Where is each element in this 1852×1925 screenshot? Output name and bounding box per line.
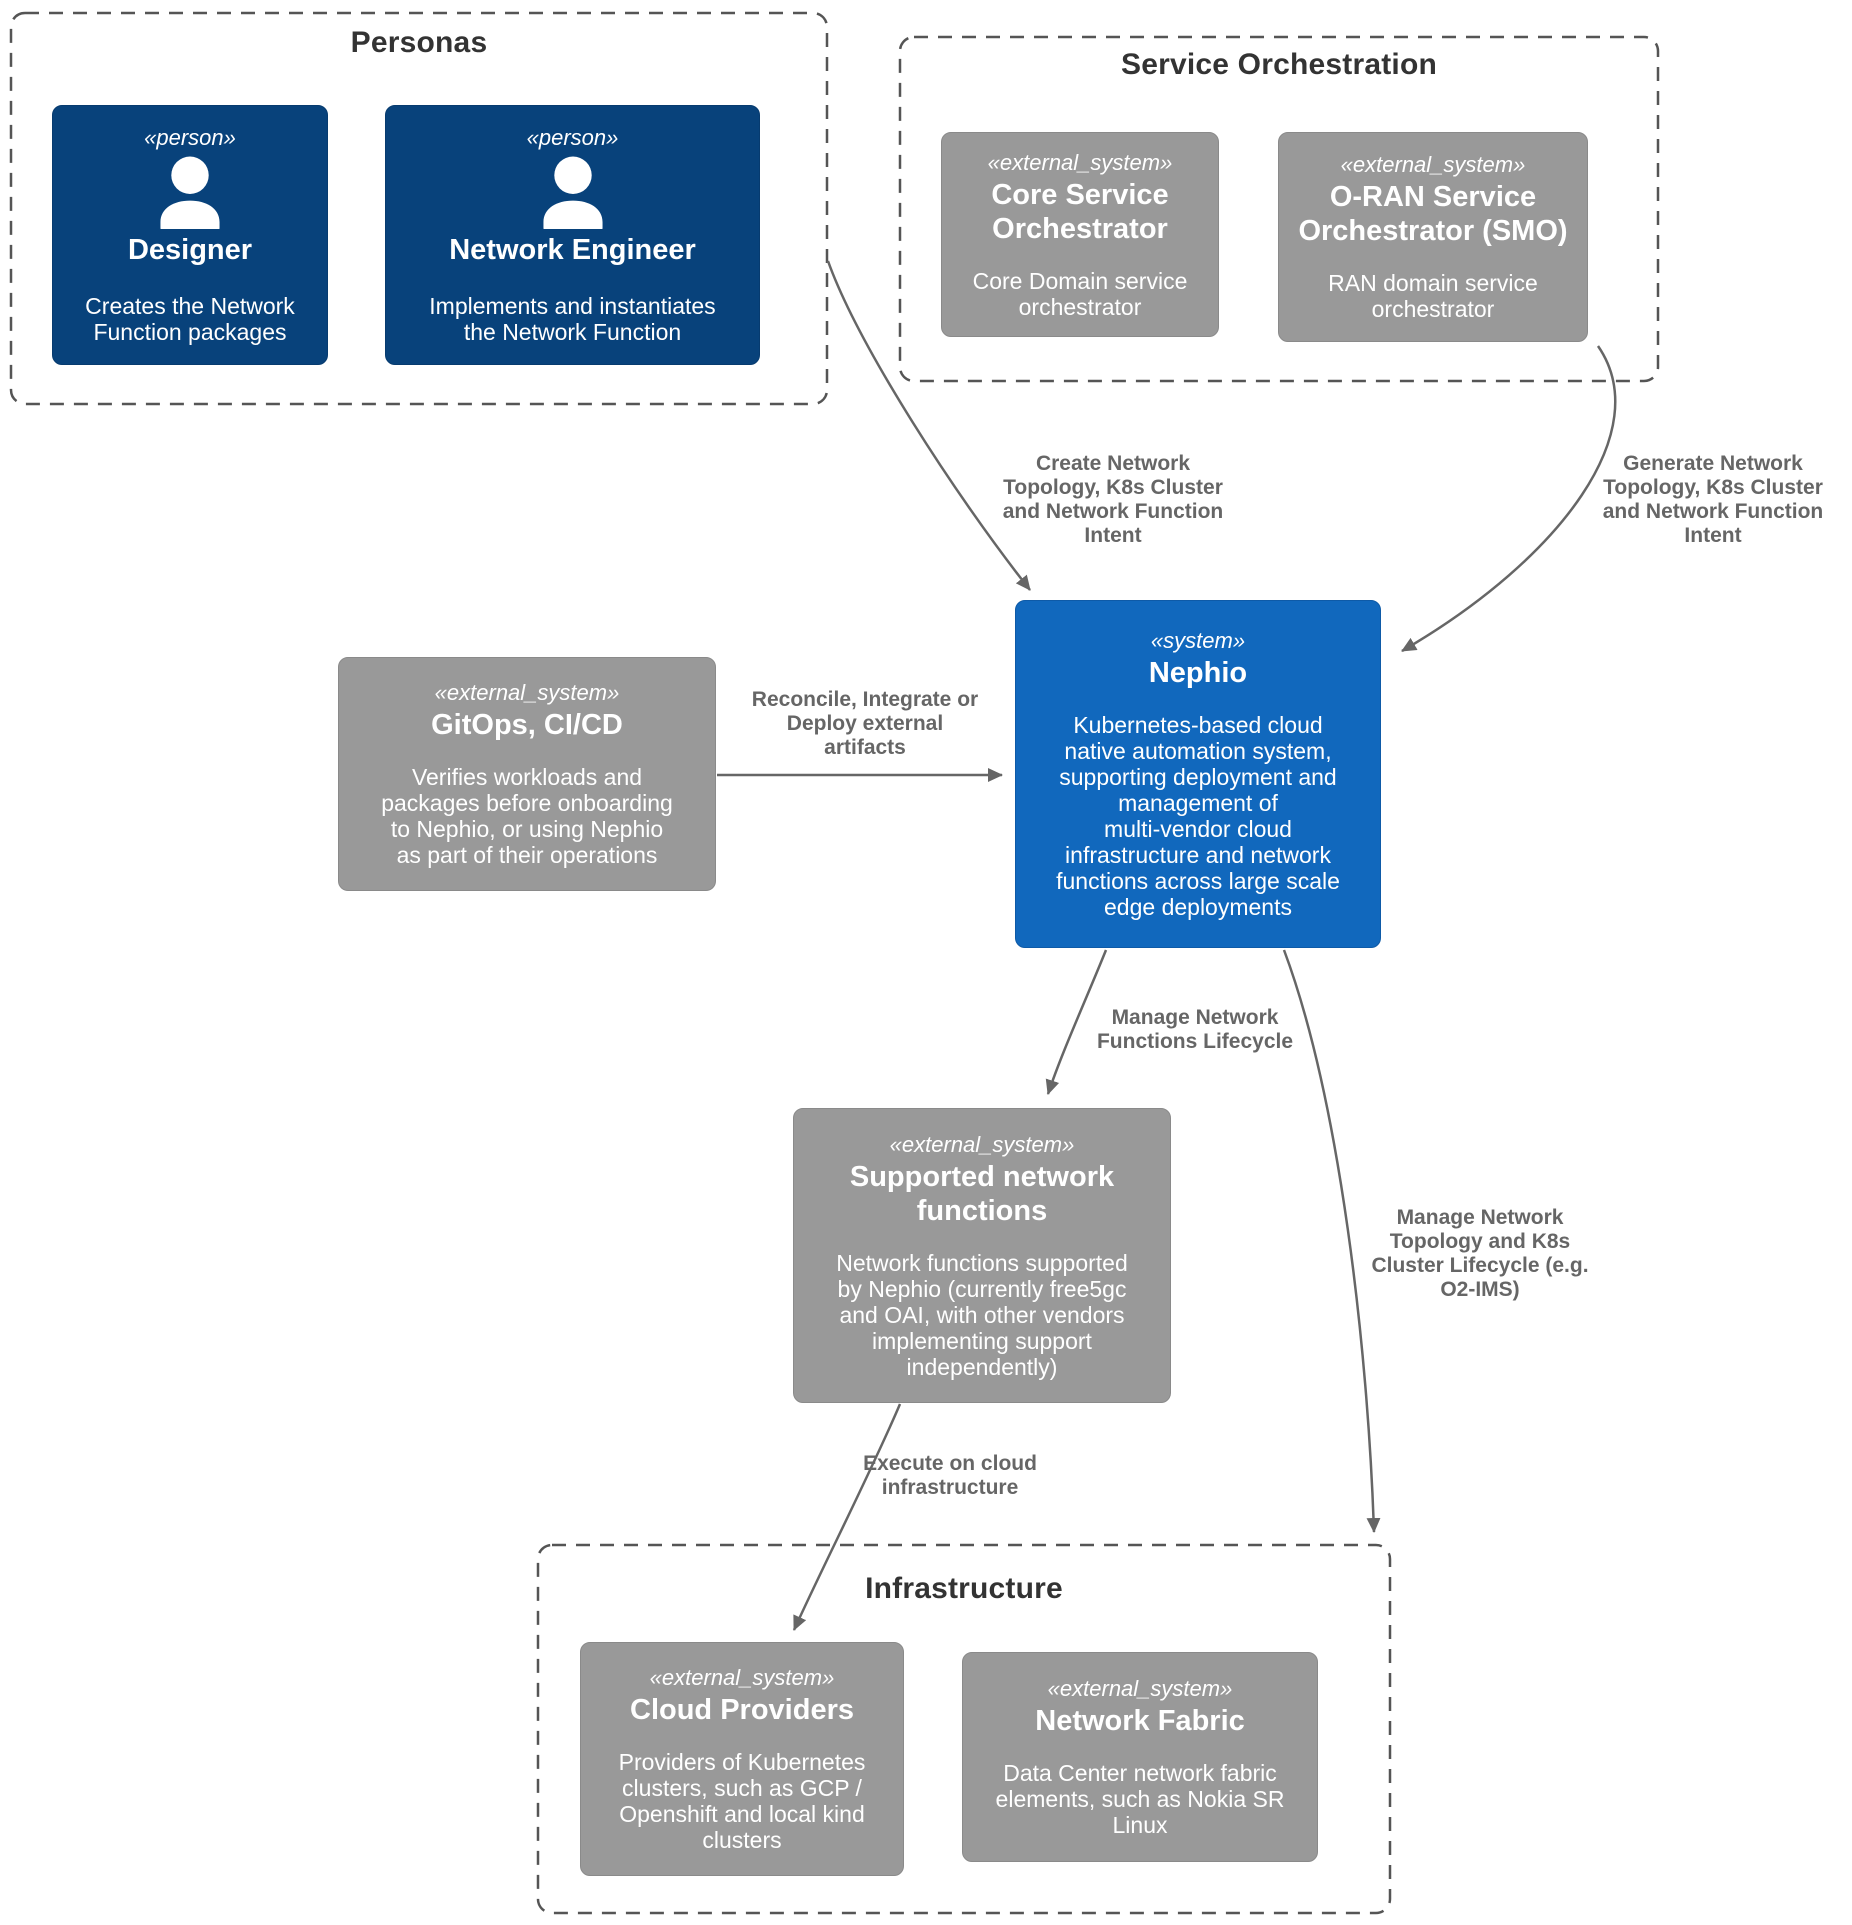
network-fabric-box: «external_system» Network Fabric Data Ce… bbox=[962, 1652, 1318, 1862]
cloud-providers-stereotype: «external_system» bbox=[649, 1665, 835, 1690]
supported-network-functions-box: «external_system» Supported network func… bbox=[793, 1108, 1171, 1403]
supported-network-functions-description: Network functions supported by Nephio (c… bbox=[836, 1249, 1128, 1380]
oran-service-orchestrator-name: O-RAN Service Orchestrator (SMO) bbox=[1298, 181, 1568, 247]
edge-nephio-to-supported-nf bbox=[1045, 949, 1108, 1095]
designer-stereotype: «person» bbox=[144, 125, 236, 150]
core-service-orchestrator-box: «external_system» Core Service Orchestra… bbox=[941, 132, 1219, 337]
network-engineer-person-box: «person» Network Engineer Implements and… bbox=[385, 105, 760, 365]
network-engineer-name: Network Engineer bbox=[449, 234, 696, 266]
core-service-orchestrator-name: Core Service Orchestrator bbox=[991, 178, 1169, 245]
gitops-cicd-description: Verifies workloads and packages before o… bbox=[381, 764, 673, 868]
oran-service-orchestrator-box: «external_system» O-RAN Service Orchestr… bbox=[1278, 132, 1588, 342]
core-service-orchestrator-description: Core Domain service orchestrator bbox=[972, 267, 1188, 320]
personas-boundary bbox=[9, 11, 829, 406]
nephio-description: Kubernetes-based cloud native automation… bbox=[1056, 712, 1340, 920]
oran-service-orchestrator-description: RAN domain service orchestrator bbox=[1328, 270, 1538, 322]
network-fabric-description: Data Center network fabric elements, suc… bbox=[995, 1760, 1285, 1838]
nephio-stereotype: «system» bbox=[1150, 628, 1246, 653]
edge-smo-to-nephio bbox=[1401, 345, 1617, 653]
edge-label-manage-network-topology: Manage Network Topology and K8s Cluster … bbox=[1371, 1206, 1589, 1301]
person-icon bbox=[160, 156, 220, 229]
person-icon bbox=[542, 156, 603, 229]
infrastructure-boundary bbox=[536, 1543, 1392, 1915]
infrastructure-boundary-title: Infrastructure bbox=[865, 1572, 1063, 1605]
network-fabric-name: Network Fabric bbox=[1035, 1705, 1245, 1737]
edge-personas-to-nephio bbox=[826, 260, 1031, 591]
gitops-cicd-stereotype: «external_system» bbox=[434, 680, 620, 705]
designer-name: Designer bbox=[127, 234, 253, 266]
cloud-providers-box: «external_system» Cloud Providers Provid… bbox=[580, 1642, 904, 1876]
supported-network-functions-stereotype: «external_system» bbox=[889, 1131, 1075, 1157]
edge-label-reconcile-integrate-deploy: Reconcile, Integrate or Deploy external … bbox=[751, 688, 979, 759]
edge-label-create-network-topology: Create Network Topology, K8s Cluster and… bbox=[1002, 452, 1224, 547]
nephio-system-box: «system» Nephio Kubernetes-based cloud n… bbox=[1015, 600, 1381, 948]
service-orchestration-boundary-title: Service Orchestration bbox=[1120, 48, 1437, 81]
edge-label-generate-network-topology: Generate Network Topology, K8s Cluster a… bbox=[1602, 452, 1824, 547]
network-engineer-stereotype: «person» bbox=[526, 125, 619, 150]
edge-supported-nf-to-cloud-providers bbox=[792, 1403, 902, 1631]
network-engineer-description: Implements and instantiates the Network … bbox=[429, 293, 716, 345]
edge-label-manage-network-functions: Manage Network Functions Lifecycle bbox=[1096, 1006, 1294, 1053]
designer-person-box: «person» Designer Creates the Network Fu… bbox=[52, 105, 328, 365]
oran-service-orchestrator-stereotype: «external_system» bbox=[1340, 152, 1526, 177]
cloud-providers-name: Cloud Providers bbox=[630, 1694, 854, 1726]
personas-boundary-title: Personas bbox=[350, 26, 488, 59]
gitops-cicd-name: GitOps, CI/CD bbox=[431, 709, 623, 741]
edge-label-execute-on-cloud: Execute on cloud infrastructure bbox=[863, 1452, 1037, 1499]
designer-description: Creates the Network Function packages bbox=[85, 293, 295, 345]
network-fabric-stereotype: «external_system» bbox=[1047, 1676, 1233, 1701]
core-service-orchestrator-stereotype: «external_system» bbox=[987, 149, 1173, 175]
service-orchestration-boundary bbox=[898, 35, 1660, 383]
gitops-cicd-box: «external_system» GitOps, CI/CD Verifies… bbox=[338, 657, 716, 891]
supported-network-functions-name: Supported network functions bbox=[849, 1160, 1115, 1227]
edge-nephio-to-infrastructure bbox=[1282, 949, 1381, 1533]
nephio-name: Nephio bbox=[1148, 657, 1248, 689]
cloud-providers-description: Providers of Kubernetes clusters, such a… bbox=[618, 1749, 866, 1853]
